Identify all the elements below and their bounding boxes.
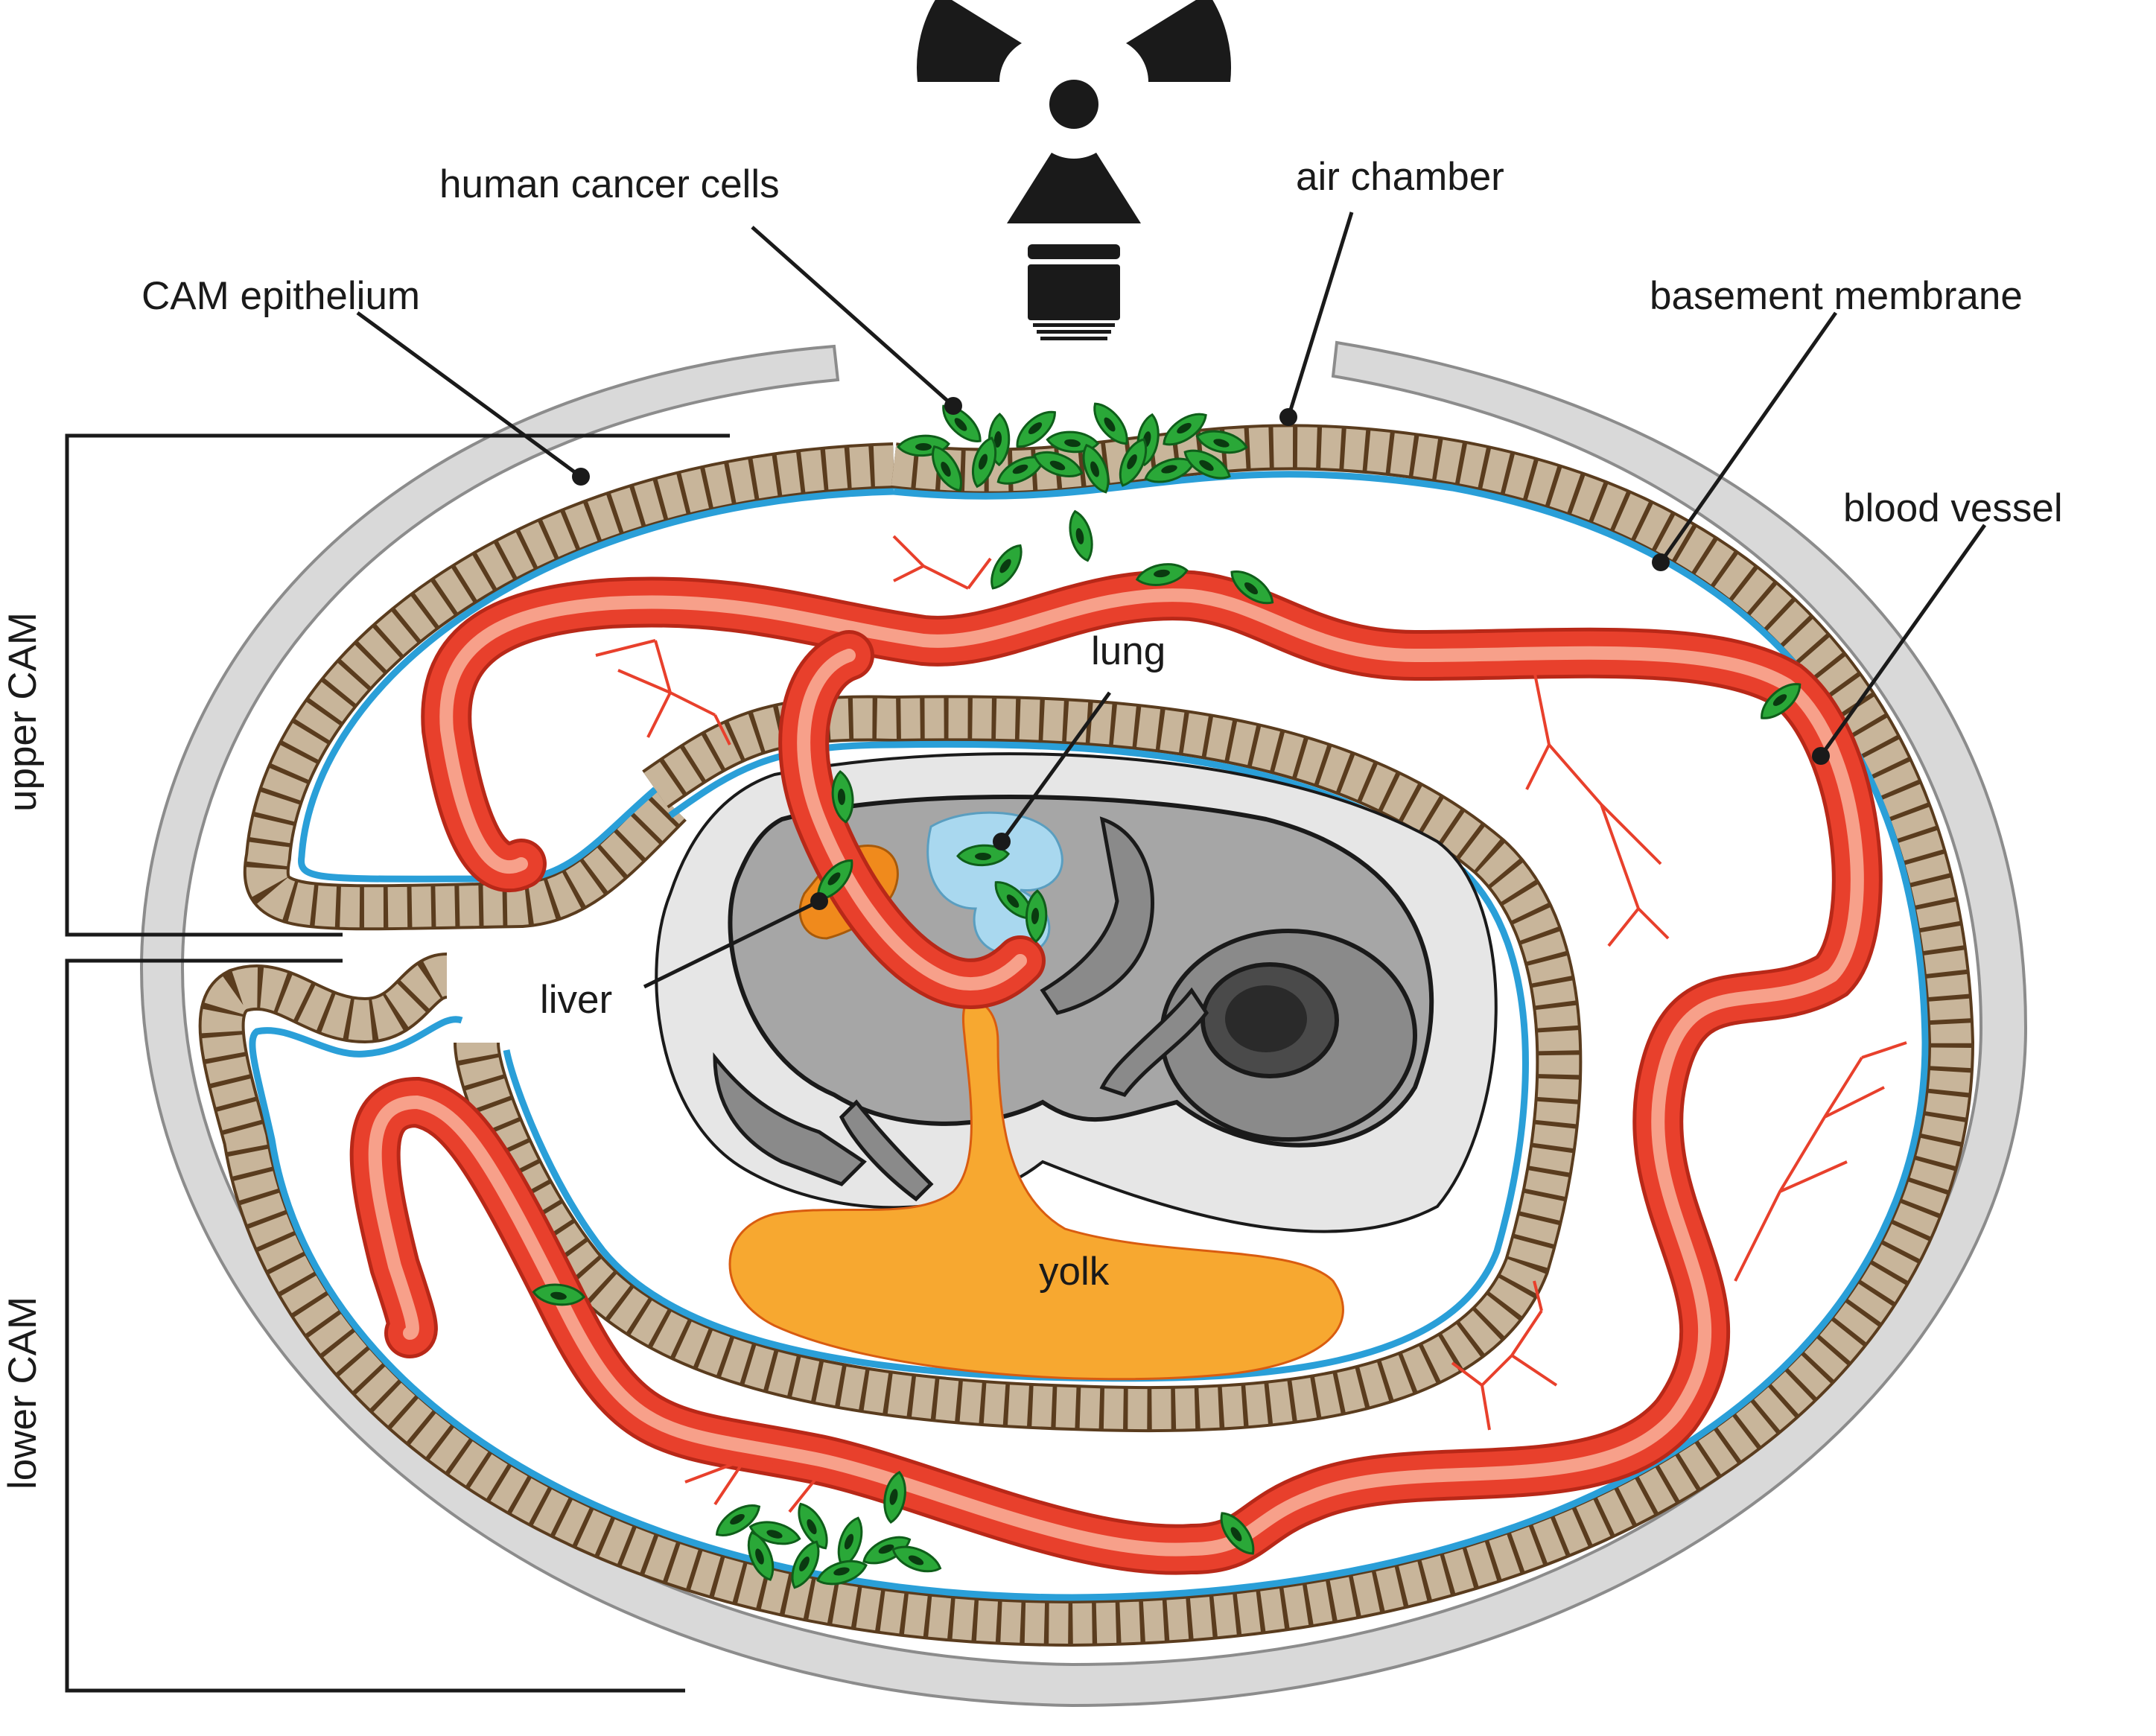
capillaries [595,535,1907,1513]
label-lung: lung [1091,629,1166,673]
cancer-cell [715,1504,761,1536]
label-human-cancer-cells: human cancer cells [439,162,780,206]
cancer-cell [816,1559,868,1586]
cancer-cell [1069,509,1093,562]
cancer-cell [791,1540,820,1589]
leader-lines [356,212,1987,989]
cancer-cell [1025,889,1048,944]
cancer-cell [1195,430,1248,454]
cancer-cell [1016,410,1056,448]
outer-cam [198,424,1975,1647]
cancer-cell [1135,563,1189,586]
embryo [655,752,1498,1233]
label-basement-membrane: basement membrane [1650,274,2023,318]
cancer-cell [1093,402,1128,445]
label-yolk: yolk [1039,1250,1110,1294]
label-cam-epithelium: CAM epithelium [141,274,420,318]
label-liver: liver [540,978,612,1022]
yolk-sac [728,999,1344,1381]
cancer-cell [891,1545,942,1573]
cancer-cell [932,445,962,492]
cam-brackets [65,433,730,1693]
cancer-cell [883,1470,906,1524]
cancer-cell [1761,683,1802,719]
label-lower-cam: lower CAM [1,1297,45,1489]
cancer-cell [798,1502,828,1550]
blood-vessels [349,570,1883,1575]
label-upper-cam: upper CAM [1,612,45,812]
cancer-cell [1144,457,1195,483]
cancer-cell [1220,1512,1255,1555]
radiation-icon [917,0,1231,340]
label-air-chamber: air chamber [1296,155,1504,199]
cancer-cell [971,436,997,489]
cancer-cell [990,544,1023,590]
cancer-cell [1183,449,1231,480]
cancer-cell [532,1283,586,1306]
cancer-cell [956,844,1011,867]
cancer-cell [1163,413,1207,446]
inner-cam [454,695,1583,1433]
cancer-cell [1230,570,1274,605]
cancer-cell [831,770,854,824]
cancer-cell [996,456,1046,485]
cancer-cell [1033,451,1084,477]
cancer-cell [1119,438,1148,487]
label-blood-vessel: blood vessel [1843,486,2063,530]
cancer-cells [532,402,1802,1589]
cancer-cell [747,1530,775,1581]
cancer-cell [1082,444,1110,494]
